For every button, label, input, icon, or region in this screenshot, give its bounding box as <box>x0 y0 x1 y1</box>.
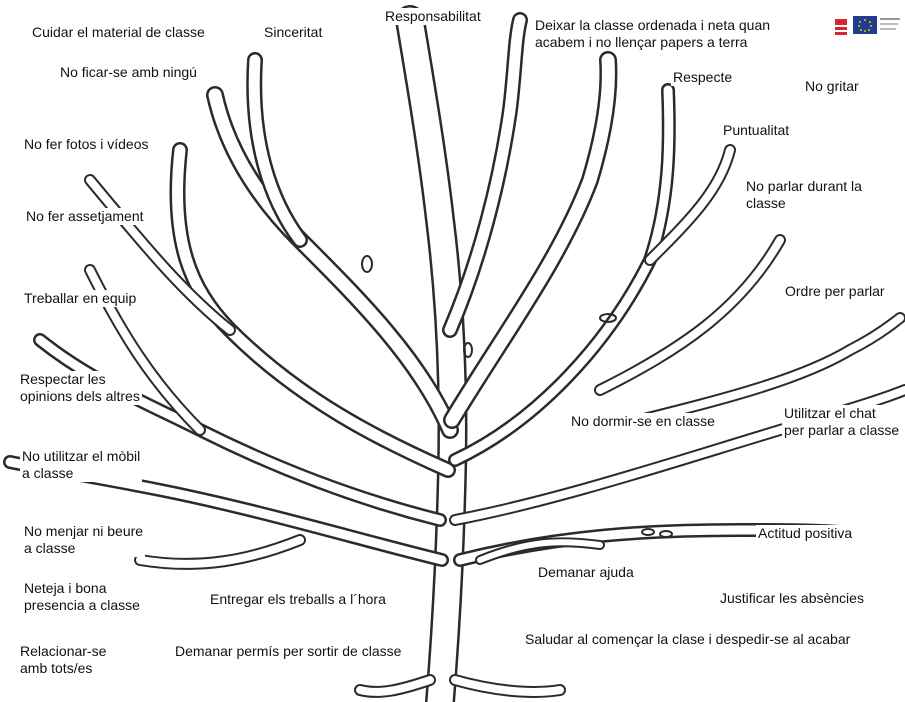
label-deixar-classe: Deixar la classe ordenada i neta quan ac… <box>533 17 773 51</box>
label-utilitzar-chat-line1: Utilitzar el chat <box>784 405 876 421</box>
label-no-parlar: No parlar durant la classe <box>744 178 864 212</box>
label-neteja-line1: Neteja i bona <box>24 580 107 596</box>
label-no-assetjament: No fer assetjament <box>24 208 146 225</box>
label-no-dormir: No dormir-se en classe <box>569 413 717 430</box>
label-demanar-permis: Demanar permís per sortir de classe <box>173 643 404 660</box>
label-utilitzar-chat: Utilitzar el chat per parlar a classe <box>782 405 902 439</box>
label-respectar-opinions: Respectar les opinions dels altres <box>18 371 142 405</box>
regional-logo-icon <box>835 19 847 35</box>
label-cuidar-material: Cuidar el material de classe <box>30 24 207 41</box>
label-no-ficar: No ficar-se amb ningú <box>58 64 199 81</box>
label-no-fotos: No fer fotos i vídeos <box>22 136 151 153</box>
label-actitud-positiva: Actitud positiva <box>756 525 855 542</box>
label-puntualitat: Puntualitat <box>721 122 792 139</box>
label-respectar-opinions-line2: opinions dels altres <box>20 388 140 404</box>
label-no-parlar-line1: No parlar durant la <box>746 178 862 194</box>
label-no-mobil-line1: No utilitzar el mòbil <box>22 448 141 464</box>
eu-flag-icon <box>853 16 900 34</box>
label-demanar-ajuda: Demanar ajuda <box>536 564 636 581</box>
label-responsabilitat: Responsabilitat <box>383 8 483 25</box>
label-sinceritat: Sinceritat <box>262 24 325 41</box>
label-entregar-treballs: Entregar els treballs a l´hora <box>208 591 388 608</box>
label-no-parlar-line2: classe <box>746 195 786 211</box>
label-relacionar: Relacionar-se amb tots/es <box>18 643 109 677</box>
label-no-mobil: No utilitzar el mòbil a classe <box>20 448 143 482</box>
logos <box>835 16 900 35</box>
label-relacionar-line2: amb tots/es <box>20 660 93 676</box>
label-respecte: Respecte <box>671 69 735 86</box>
label-ordre-parlar: Ordre per parlar <box>783 283 887 300</box>
label-neteja: Neteja i bona presencia a classe <box>22 580 142 614</box>
label-no-gritar: No gritar <box>803 78 861 95</box>
label-neteja-line2: presencia a classe <box>24 597 140 613</box>
label-justificar: Justificar les absències <box>718 590 866 607</box>
label-no-menjar: No menjar ni beure a classe <box>22 523 146 557</box>
label-no-menjar-line2: a classe <box>24 540 76 556</box>
label-saludar: Saludar al començar la clase i despedir-… <box>523 631 853 648</box>
label-no-mobil-line2: a classe <box>22 465 74 481</box>
label-utilitzar-chat-line2: per parlar a classe <box>784 422 900 438</box>
label-deixar-classe-line1: Deixar la classe ordenada i neta quan <box>535 17 771 33</box>
label-deixar-classe-line2: acabem i no llençar papers a terra <box>535 34 748 50</box>
label-respectar-opinions-line1: Respectar les <box>20 371 106 387</box>
label-no-menjar-line1: No menjar ni beure <box>24 523 144 539</box>
label-relacionar-line1: Relacionar-se <box>20 643 107 659</box>
label-treballar-equip: Treballar en equip <box>22 290 139 307</box>
